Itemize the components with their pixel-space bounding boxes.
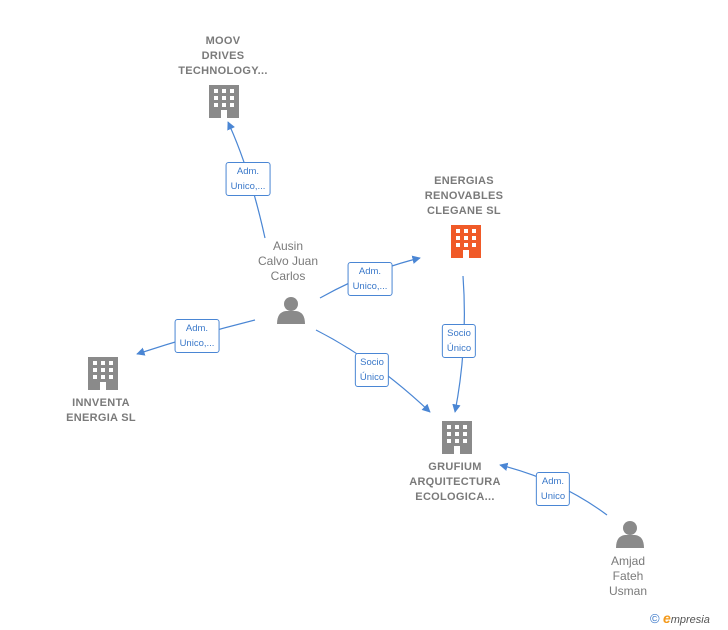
- node-label-amjad[interactable]: Amjad Fateh Usman: [608, 554, 648, 598]
- building-icon-moov[interactable]: [209, 85, 239, 118]
- brand-logo-text: mpresia: [670, 614, 710, 626]
- relation-label-amjad-grufium[interactable]: Adm. Unico: [535, 472, 571, 506]
- relation-label-energias-grufium[interactable]: Socio Único: [441, 324, 477, 358]
- building-icon-grufium[interactable]: [442, 421, 472, 454]
- relation-label-ausin-innventa[interactable]: Adm. Unico,...: [174, 319, 220, 353]
- building-icon-energias[interactable]: [451, 225, 481, 258]
- relation-label-ausin-moov[interactable]: Adm. Unico,...: [225, 162, 271, 196]
- copyright-symbol: ©: [650, 611, 660, 626]
- person-icon-ausin[interactable]: [277, 297, 305, 324]
- person-icon-amjad[interactable]: [616, 521, 644, 548]
- brand-logo-e: e: [662, 610, 671, 626]
- node-label-moov[interactable]: MOOV DRIVES TECHNOLOGY...: [178, 35, 268, 77]
- relation-label-ausin-energias[interactable]: Adm. Unico,...: [347, 262, 393, 296]
- relation-label-ausin-grufium[interactable]: Socio Único: [354, 353, 390, 387]
- node-label-innventa[interactable]: INNVENTA ENERGIA SL: [66, 397, 136, 424]
- node-label-energias[interactable]: ENERGIAS RENOVABLES CLEGANE SL: [424, 175, 504, 217]
- node-label-ausin[interactable]: Ausin Calvo Juan Carlos: [257, 239, 319, 283]
- footer-brand: © empresia: [650, 610, 710, 626]
- node-label-grufium[interactable]: GRUFIUM ARQUITECTURA ECOLOGICA...: [409, 461, 501, 503]
- building-icon-innventa[interactable]: [88, 357, 118, 390]
